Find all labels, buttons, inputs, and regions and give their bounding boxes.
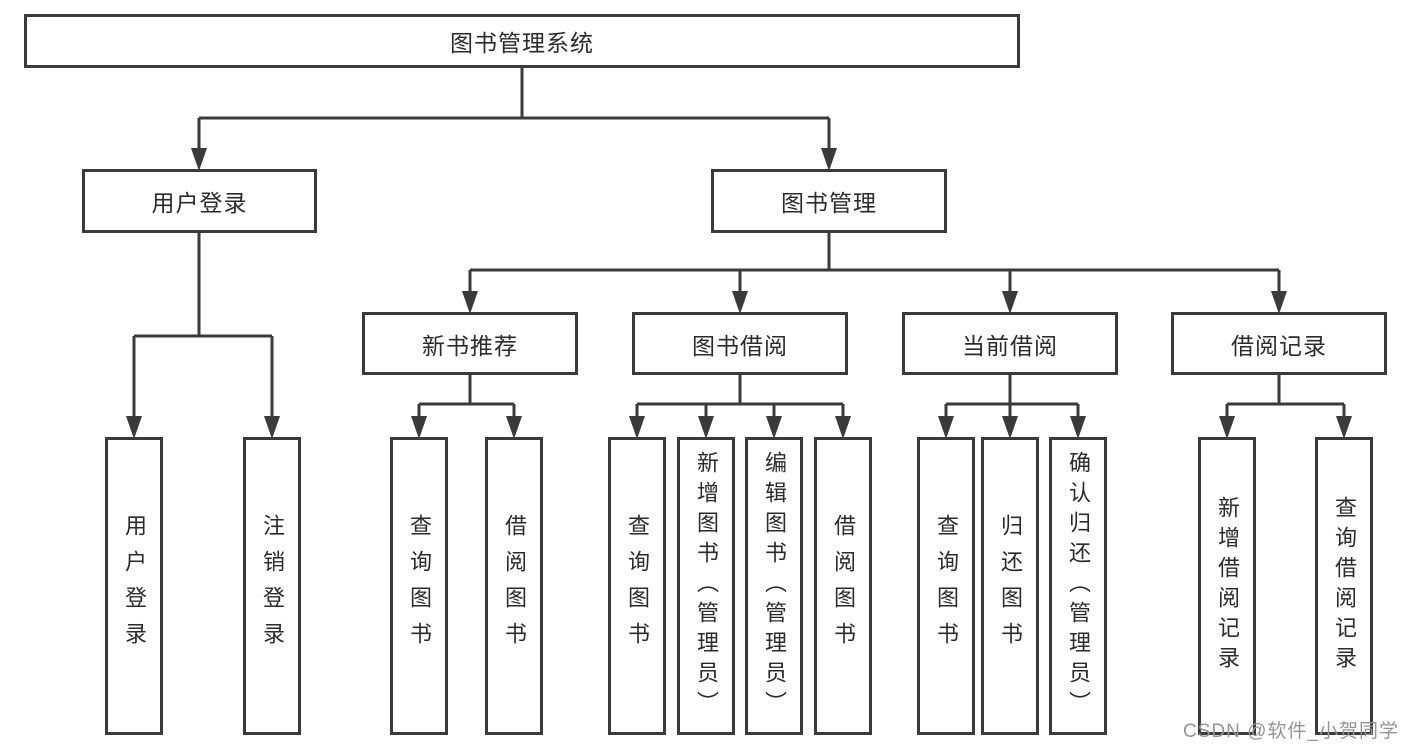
arrow-down-icon [938, 416, 954, 439]
arrow-down-icons [126, 148, 1352, 439]
leaf-borrow-query-books-label: 查询图书 [625, 514, 650, 658]
leaf-records-query-record: 查询借阅记录 [1315, 437, 1373, 735]
node-root: 图书管理系统 [24, 14, 1020, 68]
leaf-logout: 注销登录 [243, 437, 301, 735]
arrow-down-icon [1002, 416, 1018, 439]
leaf-current-return-books-label: 归还图书 [998, 514, 1023, 658]
arrow-down-icon [732, 291, 748, 314]
arrow-down-icon [264, 416, 280, 439]
node-user-login: 用户登录 [82, 169, 317, 233]
leaf-borrow-borrow-books-label: 借阅图书 [831, 514, 856, 658]
arrow-down-icon [506, 416, 522, 439]
leaf-current-query-books-label: 查询图书 [934, 514, 959, 658]
leaf-borrow-edit-books-admin-label: 编辑图书（管理员） [762, 451, 787, 721]
leaf-newbook-query-books-label: 查询图书 [407, 514, 432, 658]
connector-book-management [468, 233, 1281, 293]
leaf-records-add-record: 新增借阅记录 [1198, 437, 1256, 735]
node-new-book-recommend-label: 新书推荐 [422, 332, 518, 359]
arrow-down-icon [821, 148, 837, 171]
leaf-logout-label: 注销登录 [260, 514, 285, 658]
leaf-borrow-add-books-admin-label: 新增图书（管理员） [694, 451, 719, 721]
leaf-user-login-label: 用户登录 [122, 514, 147, 658]
node-book-management-label: 图书管理 [781, 190, 877, 216]
node-borrow-records: 借阅记录 [1171, 312, 1387, 375]
leaf-borrow-add-books-admin: 新增图书（管理员） [677, 437, 735, 735]
arrow-down-icon [1336, 416, 1352, 439]
node-current-borrow: 当前借阅 [902, 312, 1118, 375]
connector-current-borrow [944, 375, 1080, 418]
arrow-down-icon [698, 416, 714, 439]
arrow-down-icon [126, 416, 142, 439]
node-current-borrow-label: 当前借阅 [962, 332, 1058, 359]
arrow-down-icon [1002, 291, 1018, 314]
connector-root [197, 68, 831, 150]
connector-book-borrow [635, 375, 845, 418]
arrow-down-icon [766, 416, 782, 439]
connector-records [1225, 375, 1346, 418]
arrow-down-icon [1271, 291, 1287, 314]
arrow-down-icon [1070, 416, 1086, 439]
csdn-watermark: CSDN @软件_小贺同学 [1183, 721, 1399, 742]
leaf-current-return-books: 归还图书 [981, 437, 1039, 735]
leaf-newbook-query-books: 查询图书 [390, 437, 448, 735]
connector-user-login [132, 233, 274, 418]
leaf-current-confirm-return-admin: 确认归还（管理员） [1049, 437, 1107, 735]
leaf-records-add-record-label: 新增借阅记录 [1215, 496, 1240, 676]
leaf-newbook-borrow-books-label: 借阅图书 [502, 514, 527, 658]
node-book-management: 图书管理 [711, 169, 947, 233]
node-book-borrow: 图书借阅 [632, 312, 848, 375]
leaf-user-login: 用户登录 [105, 437, 163, 735]
node-user-login-label: 用户登录 [151, 190, 248, 216]
arrow-down-icon [462, 291, 478, 314]
arrow-down-icon [191, 148, 207, 171]
leaf-borrow-query-books: 查询图书 [608, 437, 666, 735]
leaf-borrow-borrow-books: 借阅图书 [814, 437, 872, 735]
leaf-current-confirm-return-admin-label: 确认归还（管理员） [1066, 451, 1091, 721]
arrow-down-icon [411, 416, 427, 439]
arrow-down-icon [835, 416, 851, 439]
node-borrow-records-label: 借阅记录 [1231, 332, 1327, 359]
leaf-records-query-record-label: 查询借阅记录 [1332, 496, 1357, 676]
node-book-borrow-label: 图书借阅 [692, 332, 788, 359]
arrow-down-icon [629, 416, 645, 439]
node-new-book-recommend: 新书推荐 [362, 312, 578, 375]
node-root-label: 图书管理系统 [450, 30, 594, 56]
leaf-newbook-borrow-books: 借阅图书 [485, 437, 543, 735]
leaf-current-query-books: 查询图书 [917, 437, 975, 735]
arrow-down-icon [1219, 416, 1235, 439]
leaf-borrow-edit-books-admin: 编辑图书（管理员） [745, 437, 803, 735]
connector-new-book [417, 375, 516, 418]
